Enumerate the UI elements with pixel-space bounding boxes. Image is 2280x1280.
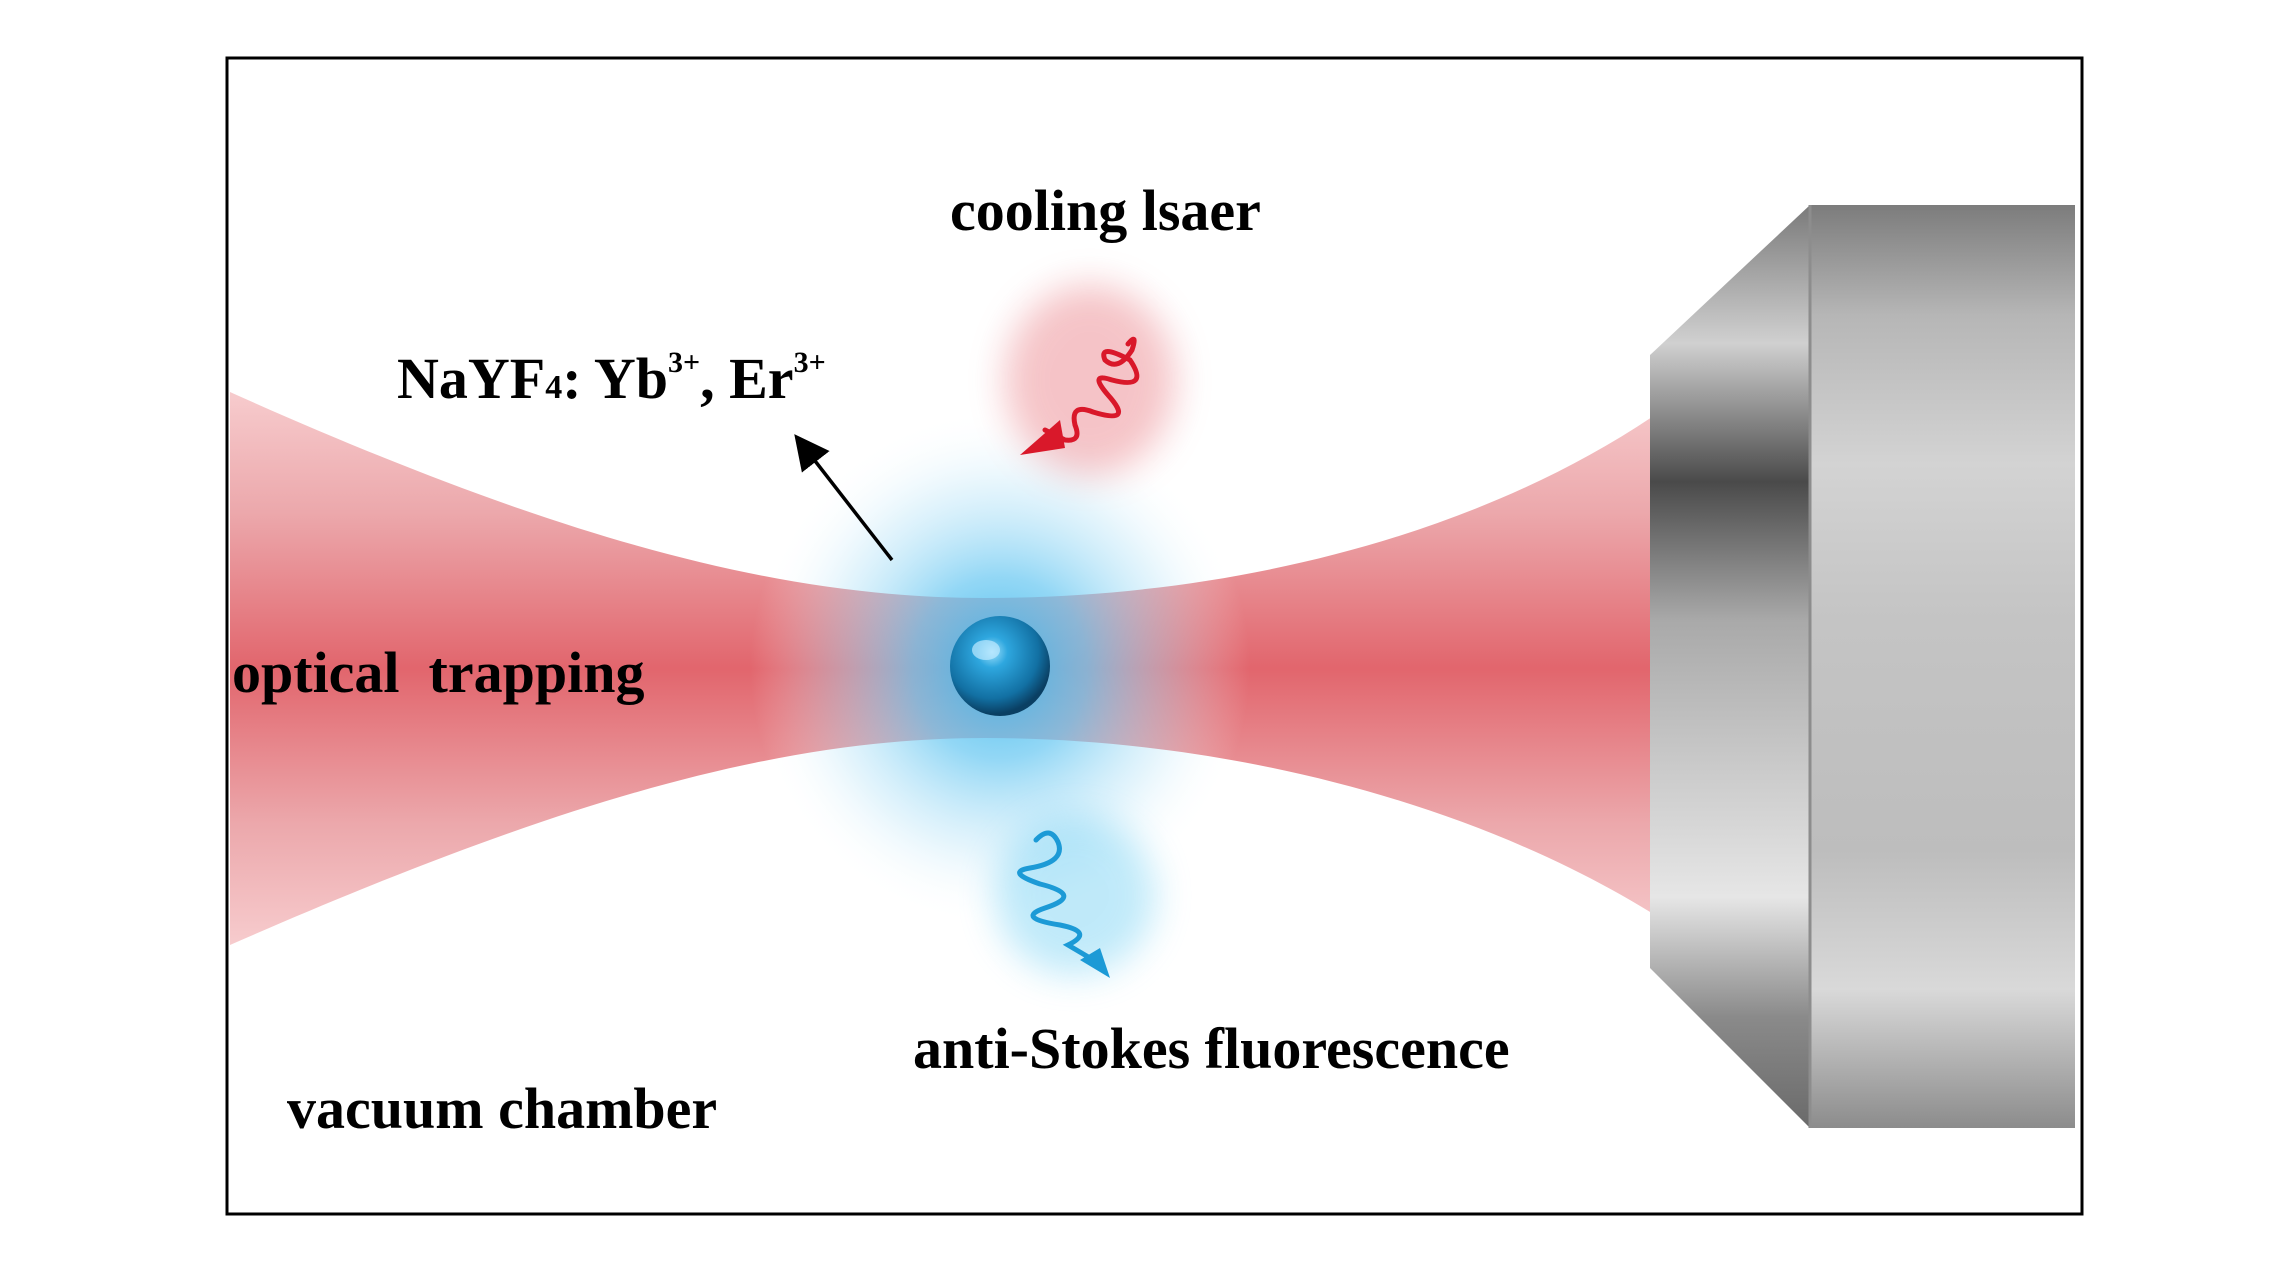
material-dopant2-charge: 3+ <box>793 346 826 379</box>
fluorescence-photon-icon <box>995 815 1155 978</box>
material-pointer-arrow <box>794 434 894 562</box>
material-label: NaYF4: Yb3+, Er3+ <box>397 348 826 408</box>
material-dopant2: , Er <box>700 346 794 411</box>
material-dopant1: : Yb <box>562 346 669 411</box>
cooling-laser-label: cooling lsaer <box>950 178 1261 243</box>
anti-stokes-label: anti-Stokes fluorescence <box>913 1016 1510 1081</box>
objective-body <box>1810 205 2075 1128</box>
cooling-photon-icon <box>1005 285 1175 475</box>
vacuum-chamber-frame <box>225 56 2084 1216</box>
objective-bevel <box>1650 205 1810 1128</box>
material-dopant1-charge: 3+ <box>668 346 701 379</box>
material-subscript: 4 <box>545 369 563 406</box>
vacuum-chamber-label: vacuum chamber <box>287 1076 718 1141</box>
material-base: NaYF <box>397 346 546 411</box>
objective-lens <box>1650 205 2075 1128</box>
optical-trapping-label: optical trapping <box>232 640 645 705</box>
nanoparticle <box>950 616 1050 716</box>
